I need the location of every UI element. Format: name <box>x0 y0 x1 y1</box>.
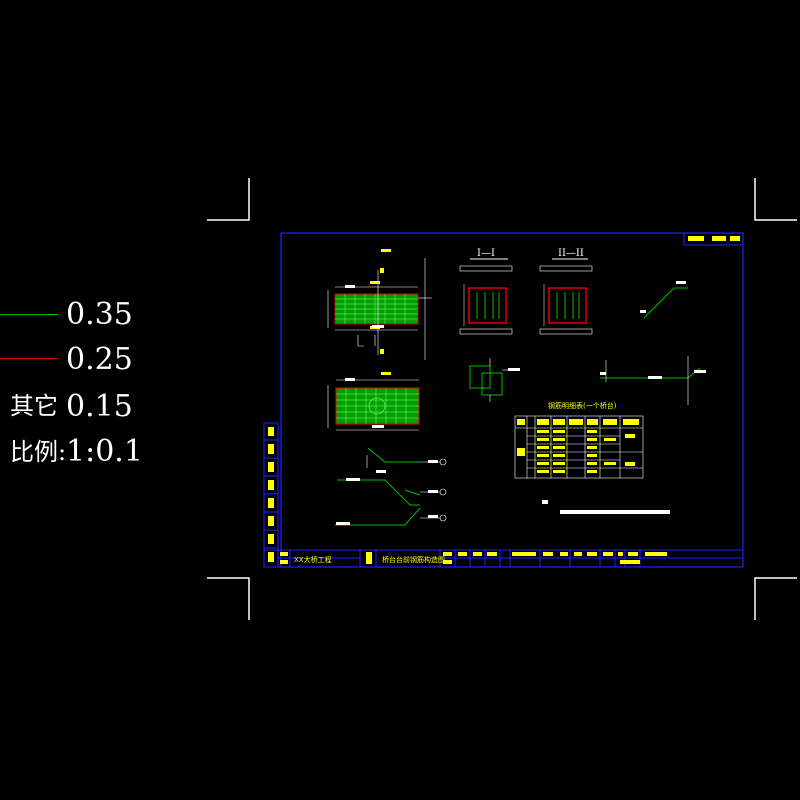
legend-value-025: 0.25 <box>66 342 133 377</box>
section-1 <box>459 258 513 335</box>
plan-view <box>327 372 420 431</box>
long-bar-detail <box>600 356 701 405</box>
legend-value-scale: 1:0.1 <box>66 434 143 469</box>
crop-marks <box>207 178 797 620</box>
bent-bar-detail <box>643 287 688 319</box>
sheet-number-box <box>683 232 744 246</box>
section-1-title: I—I <box>477 248 495 259</box>
section-2-title: II—II <box>558 248 584 259</box>
notes <box>542 500 670 514</box>
rebar-table <box>514 415 644 479</box>
legend-value-035: 0.35 <box>66 297 133 332</box>
elevation-view <box>327 249 432 360</box>
section-2 <box>539 258 593 335</box>
legend-label-scale: 比例: <box>10 438 67 466</box>
title-drawing-name: 桥台台前钢筋构造图 <box>382 555 445 564</box>
rebar-detail-left <box>335 447 421 526</box>
legend-line-green <box>0 314 58 315</box>
legend-line-red <box>0 358 58 359</box>
legend-label-other: 其它 <box>10 392 58 420</box>
left-strip <box>263 422 279 568</box>
title-project: XX大桥工程 <box>294 555 332 564</box>
table-title: 钢筋明细表(一个桥台) <box>548 401 617 410</box>
legend-value-015: 0.15 <box>66 389 133 424</box>
title-block <box>263 549 744 568</box>
stirrup-detail <box>469 358 515 402</box>
